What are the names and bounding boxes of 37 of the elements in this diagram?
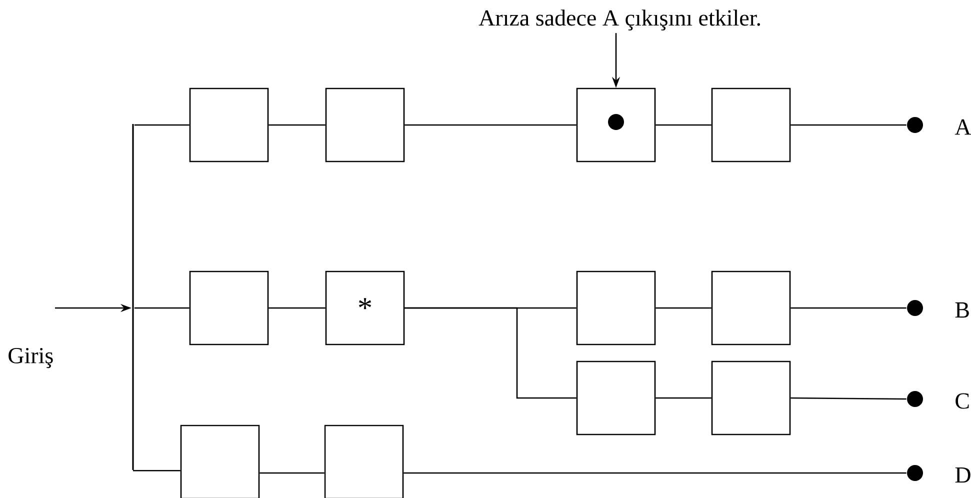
output-terminal [907, 117, 923, 133]
connector-line [656, 124, 712, 126]
connector-line [404, 124, 576, 126]
process-box [180, 424, 260, 498]
process-box [325, 88, 405, 162]
connector-line [656, 397, 712, 399]
connector-line [134, 124, 190, 126]
output-terminal [907, 391, 923, 407]
process-box [576, 360, 656, 436]
annotation-text: Arıza sadece A çıkışını etkiler. [478, 10, 760, 30]
input-label: Giriş [8, 348, 53, 368]
process-box [189, 88, 269, 162]
connector-line [404, 307, 576, 399]
terminal-label: B [955, 302, 969, 318]
connector-line [268, 307, 326, 309]
output-terminal [907, 300, 923, 316]
connector-line [134, 307, 190, 309]
connector-line [790, 397, 906, 400]
process-box [711, 270, 791, 346]
terminal-label: C [956, 393, 969, 409]
connector-line [268, 124, 326, 126]
terminal-label: D [955, 467, 970, 483]
output-terminal [907, 465, 923, 481]
process-box [576, 270, 656, 346]
process-box [189, 270, 269, 346]
fault-box [576, 88, 656, 162]
process-box: * [325, 270, 405, 346]
process-box [711, 88, 791, 162]
connector-line [790, 307, 906, 309]
process-box [711, 360, 791, 436]
connector-line [790, 124, 906, 126]
terminal-label: A [954, 119, 971, 135]
connector-line [404, 472, 906, 474]
connector-line [260, 472, 324, 474]
connector-line [133, 470, 180, 472]
connector-line [656, 307, 712, 309]
process-box [324, 424, 404, 498]
